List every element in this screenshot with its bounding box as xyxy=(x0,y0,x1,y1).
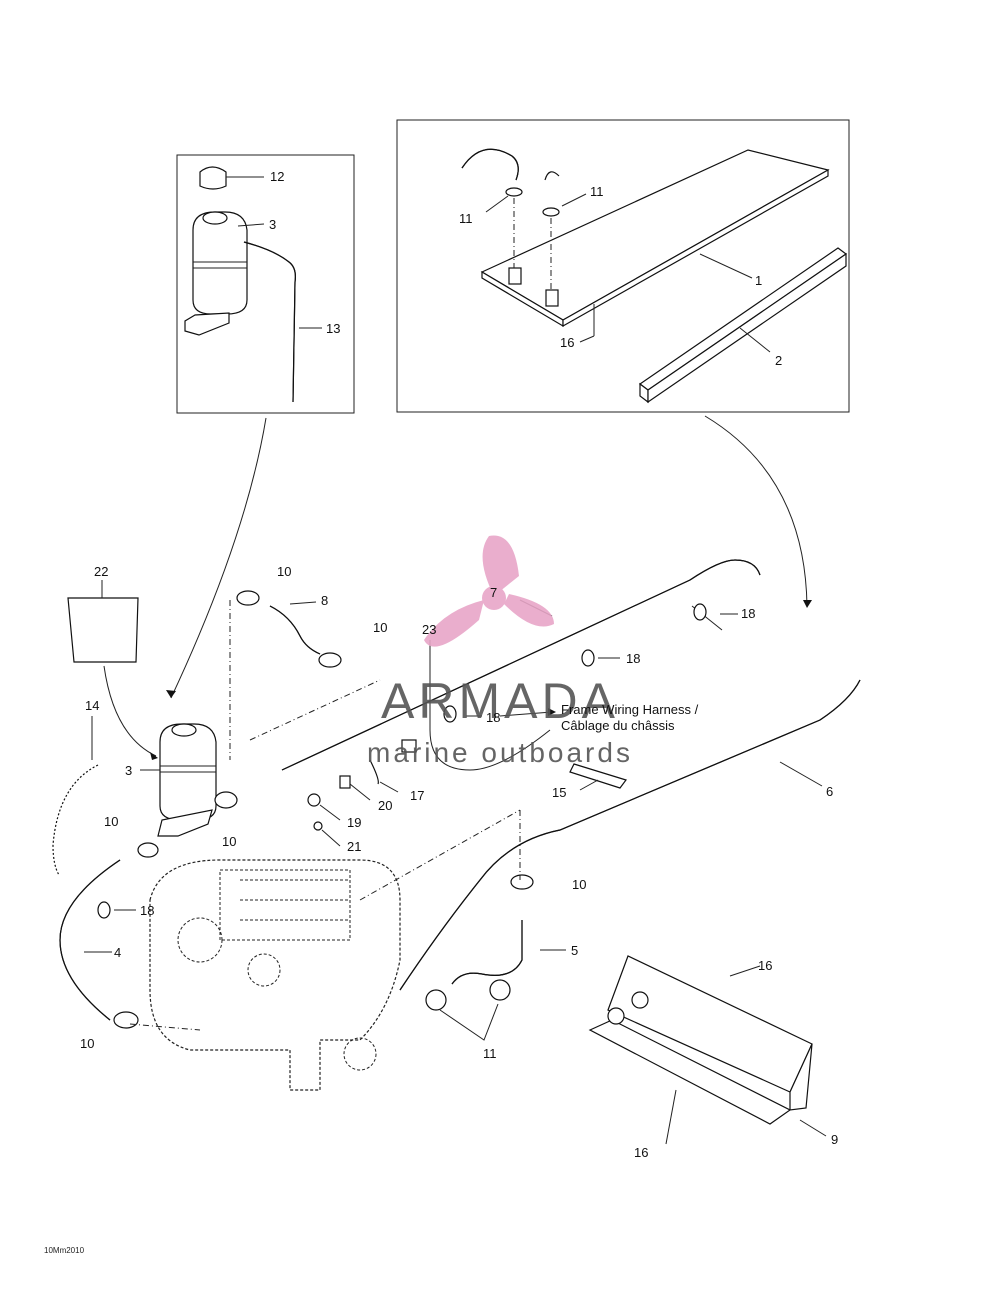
callout-11: 11 xyxy=(483,1046,497,1061)
callout-3: 3 xyxy=(125,763,132,778)
bracket-9 xyxy=(588,955,827,1145)
callout-16: 16 xyxy=(758,958,772,973)
callout-14: 14 xyxy=(85,698,99,713)
callout-16: 16 xyxy=(560,335,574,350)
callout-11: 11 xyxy=(590,184,604,199)
callout-8: 8 xyxy=(321,593,328,608)
callout-5: 5 xyxy=(571,943,578,958)
callout-18: 18 xyxy=(741,606,755,621)
callout-21: 21 xyxy=(347,839,361,854)
part-22-shape xyxy=(67,597,139,663)
callout-3: 3 xyxy=(269,217,276,232)
watermark-propeller-hub xyxy=(482,586,506,610)
callout-15: 15 xyxy=(552,785,566,800)
callout-1: 1 xyxy=(755,273,762,288)
callout-10: 10 xyxy=(80,1036,94,1051)
callout-12: 12 xyxy=(270,169,284,184)
callout-17: 17 xyxy=(410,788,424,803)
callout-18: 18 xyxy=(140,903,154,918)
armada-watermark: ARMADA marine outboards xyxy=(367,535,633,768)
callout-23: 23 xyxy=(422,622,436,637)
heat-exchanger-inset xyxy=(396,119,850,413)
callout-18: 18 xyxy=(486,710,500,725)
part-14-spring-hose xyxy=(52,716,99,876)
watermark-tagline: marine outboards xyxy=(367,737,633,768)
callout-9: 9 xyxy=(831,1132,838,1147)
callout-4: 4 xyxy=(114,945,121,960)
reservoir-inset xyxy=(176,154,355,414)
harness-label-line1: Frame Wiring Harness / xyxy=(561,702,699,717)
harness-label-line2: Câblage du châssis xyxy=(561,718,675,733)
watermark-brand: ARMADA xyxy=(381,673,619,729)
callout-19: 19 xyxy=(347,815,361,830)
figure-code: 10Mm2010 xyxy=(44,1246,85,1255)
callout-13: 13 xyxy=(326,321,340,336)
watermark-propeller-blade xyxy=(424,600,484,647)
watermark-propeller-blade xyxy=(482,535,519,596)
reservoir-lower xyxy=(140,723,217,837)
callout-22: 22 xyxy=(94,564,108,579)
callout-20: 20 xyxy=(378,798,392,813)
callout-10: 10 xyxy=(277,564,291,579)
watermark-propeller-blade xyxy=(504,594,554,627)
callout-10: 10 xyxy=(373,620,387,635)
callout-18: 18 xyxy=(626,651,640,666)
callout-2: 2 xyxy=(775,353,782,368)
engine-block xyxy=(149,859,401,1091)
callouts: 12 3 13 11 11 1 16 2 22 10 8 10 23 7 18 … xyxy=(80,169,838,1160)
callout-10: 10 xyxy=(104,814,118,829)
callout-6: 6 xyxy=(826,784,833,799)
sensor-parts xyxy=(307,640,551,847)
callout-10: 10 xyxy=(572,877,586,892)
callout-10: 10 xyxy=(222,834,236,849)
callout-7: 7 xyxy=(490,585,497,600)
callout-11: 11 xyxy=(459,211,473,226)
callout-16: 16 xyxy=(634,1145,648,1160)
